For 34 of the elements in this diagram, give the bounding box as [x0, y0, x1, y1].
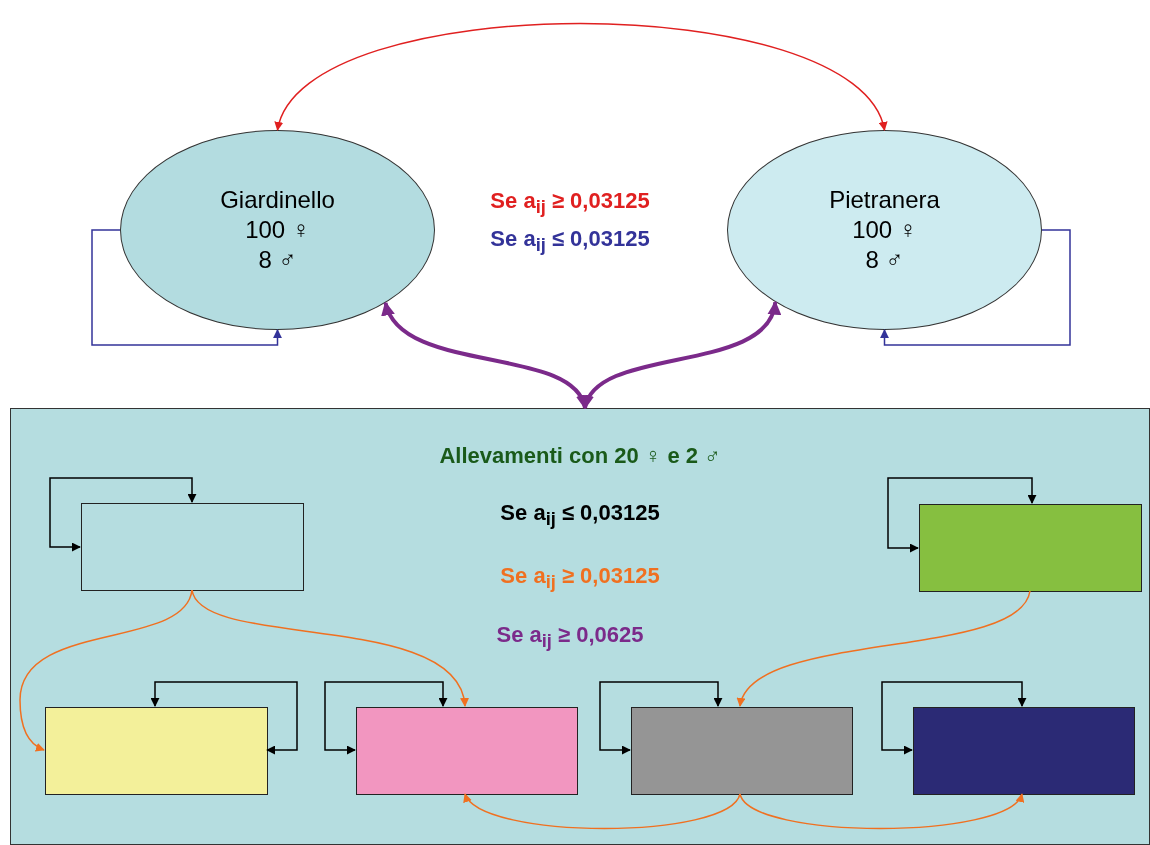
- arrow: [583, 300, 779, 410]
- arrow: [191, 589, 468, 707]
- condition-text: Se a$_{ij}$ ≤ 0,03125: [490, 226, 650, 257]
- node-title: Pietranera: [829, 185, 940, 215]
- node-count: 100 ♀: [245, 215, 310, 245]
- arrow: [19, 589, 193, 751]
- condition-text: Se a$_{ij}$ ≥ 0,03125: [490, 188, 650, 219]
- arrow: [324, 681, 448, 755]
- arrow: [464, 793, 741, 830]
- process-box: [919, 504, 1142, 592]
- arrow: [881, 681, 1027, 755]
- process-box: [631, 707, 853, 795]
- arrow: [739, 793, 1023, 830]
- condition-text: Se a$_{ij}$ ≤ 0,03125: [500, 500, 660, 531]
- condition-text: Se a$_{ij}$ ≥ 0,0625: [496, 622, 644, 653]
- condition-text: Se a$_{ij}$ ≥ 0,03125: [500, 563, 660, 594]
- panel-title: Allevamenti con 20 ♀ e 2 ♂: [439, 443, 721, 469]
- node-title: Giardinello: [220, 185, 335, 215]
- arrow: [887, 477, 1037, 553]
- node-count: 100 ♀: [852, 215, 917, 245]
- arrow: [599, 681, 723, 755]
- arrow: [150, 681, 298, 755]
- node-count: 8 ♂: [865, 245, 904, 275]
- arrow: [91, 229, 282, 346]
- node-count: 8 ♂: [258, 245, 297, 275]
- arrow: [49, 477, 197, 552]
- process-box: [356, 707, 578, 795]
- arrow: [739, 590, 1031, 707]
- group-panel: [10, 408, 1150, 845]
- process-box: [81, 503, 304, 591]
- arrow: [880, 229, 1071, 346]
- arrow: [276, 22, 886, 131]
- process-box: [45, 707, 268, 795]
- process-box: [913, 707, 1135, 795]
